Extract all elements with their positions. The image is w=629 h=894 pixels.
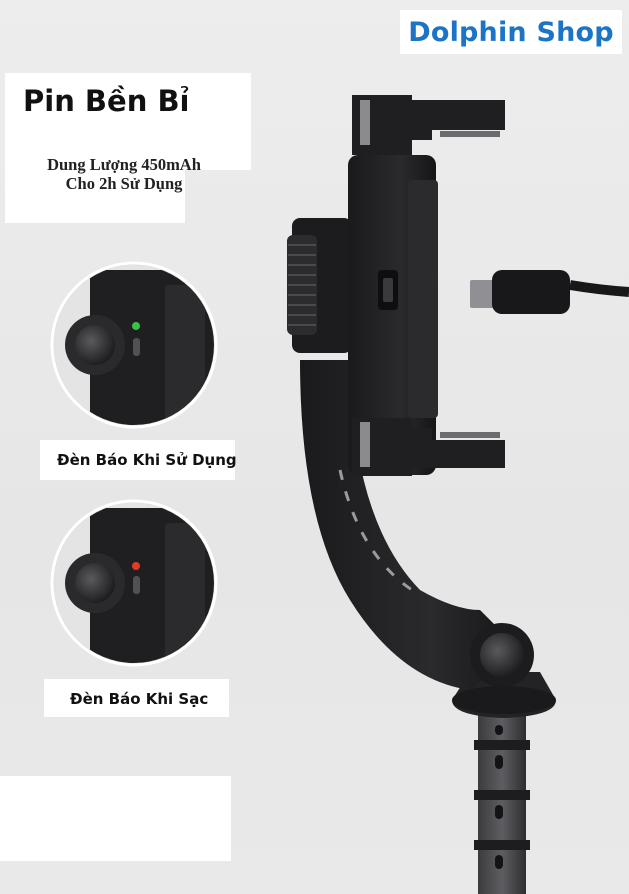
caption-panel-charging (44, 679, 229, 717)
battery-info: Dung Lượng 450mAh Cho 2h Sử Dụng (24, 155, 224, 193)
indicator-zoom-usage (50, 261, 218, 429)
dolphin-shop-logo: Dolphin Shop (400, 10, 622, 54)
caption-panel-usage (40, 440, 235, 480)
battery-duration: Cho 2h Sử Dụng (65, 174, 183, 193)
title-panel (5, 73, 251, 170)
indicator-zoom-charging (50, 499, 218, 667)
green-led-icon (132, 322, 140, 330)
page-title: Pin Bền Bỉ (23, 84, 190, 118)
battery-capacity: Dung Lượng 450mAh (47, 155, 201, 174)
subtitle-panel (5, 170, 185, 223)
caption-usage-indicator: Đèn Báo Khi Sử Dụng (57, 451, 237, 469)
red-led-icon (132, 562, 140, 570)
extension-pole (474, 700, 530, 894)
blank-panel (0, 776, 231, 861)
top-clamp (352, 95, 505, 155)
usb-cable (470, 270, 629, 314)
rotation-knob (287, 218, 352, 353)
caption-charging-indicator: Đèn Báo Khi Sạc (70, 690, 209, 708)
bottom-clamp (352, 418, 505, 476)
